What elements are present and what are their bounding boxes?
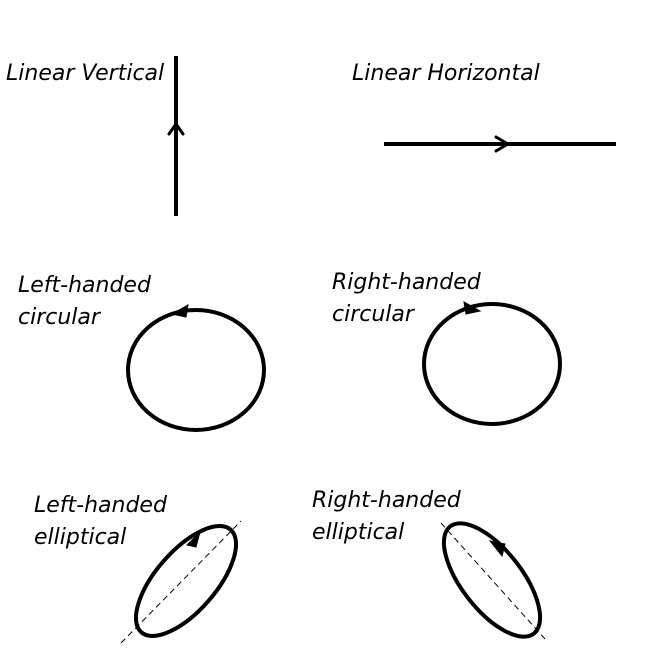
right-elliptical-panel: Right-handed elliptical bbox=[312, 488, 546, 640]
left-circular-ellipse bbox=[126, 308, 266, 432]
left-circular-label-line1: Left-handed bbox=[18, 273, 152, 298]
linear-vertical-label: Linear Vertical bbox=[6, 61, 164, 86]
right-circular-label-line2: circular bbox=[332, 302, 416, 327]
left-elliptical-label-line1: Left-handed bbox=[34, 493, 168, 518]
left-elliptical-ellipse bbox=[133, 524, 239, 638]
right-elliptical-ellipse bbox=[441, 521, 543, 639]
left-elliptical-label-line2: elliptical bbox=[34, 525, 126, 550]
counterclockwise-arrow-icon bbox=[170, 304, 189, 318]
up-arrow-icon bbox=[167, 122, 185, 136]
right-circular-panel: Right-handed circular bbox=[332, 270, 562, 426]
left-circular-panel: Left-handed circular bbox=[18, 273, 266, 432]
linear-vertical-panel: Linear Vertical bbox=[6, 56, 185, 216]
clockwise-arrow-icon bbox=[488, 540, 506, 558]
left-circular-label-line2: circular bbox=[18, 305, 102, 330]
right-elliptical-label-line1: Right-handed bbox=[312, 488, 462, 513]
linear-horizontal-label: Linear Horizontal bbox=[352, 61, 540, 86]
left-elliptical-major-axis bbox=[120, 520, 242, 644]
clockwise-arrow-icon bbox=[463, 301, 482, 315]
right-elliptical-label-line2: elliptical bbox=[312, 520, 404, 545]
right-elliptical-major-axis bbox=[440, 522, 546, 640]
right-circular-ellipse bbox=[422, 302, 562, 426]
counterclockwise-arrow-icon bbox=[186, 530, 201, 548]
linear-horizontal-panel: Linear Horizontal bbox=[352, 61, 616, 153]
right-arrow-icon bbox=[494, 135, 510, 153]
right-circular-label-line1: Right-handed bbox=[332, 270, 482, 295]
left-elliptical-panel: Left-handed elliptical bbox=[34, 493, 242, 644]
